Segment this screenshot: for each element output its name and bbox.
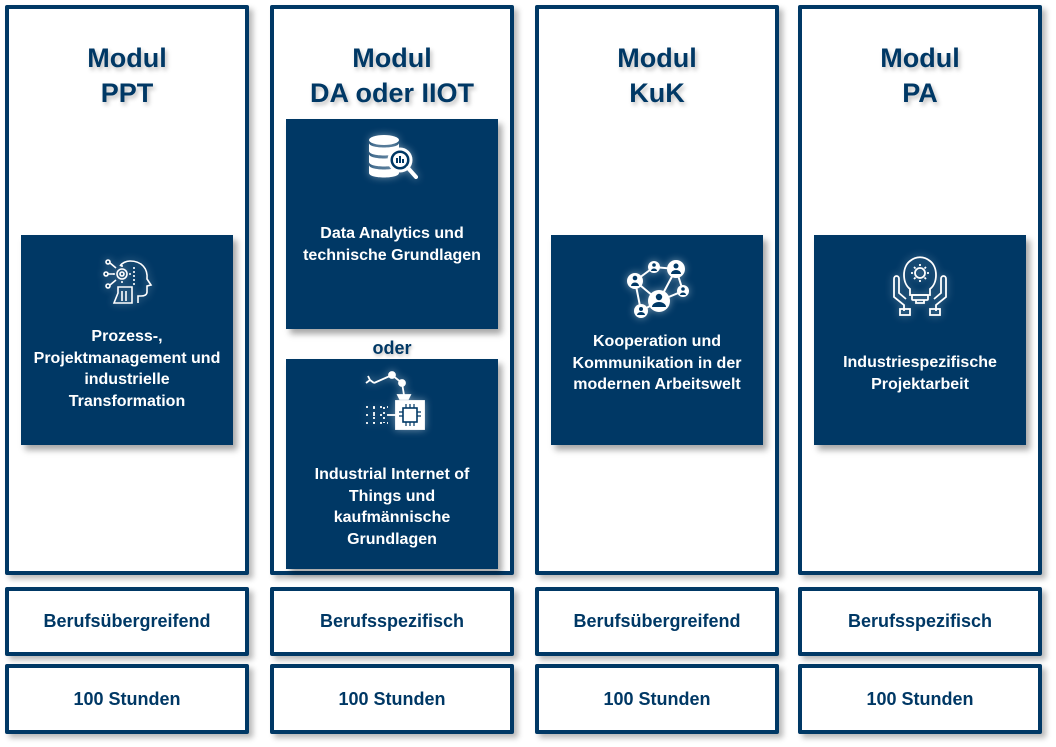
module-card: Prozess-, Projektmanagement und industri… — [21, 235, 233, 445]
module-kuk-column: Modul KuK Kooperation und Kommunikation … — [535, 5, 779, 575]
module-title-line1: Modul — [880, 43, 960, 73]
module-title-line1: Modul — [87, 43, 167, 73]
module-category: Berufsübergreifend — [5, 587, 249, 656]
module-card-text: Data Analytics und technische Grundlagen — [303, 225, 481, 264]
module-card: Industriespezifische Projektarbeit — [814, 235, 1026, 445]
module-title-line1: Modul — [617, 43, 697, 73]
module-title-line1: Modul — [352, 43, 432, 73]
module-card-text: Industriespezifische Projektarbeit — [843, 354, 997, 393]
module-card: Data Analytics und technische Grundlagen — [286, 119, 498, 329]
module-title: Modul KuK — [539, 41, 775, 111]
module-pa-column: Modul PA Industriespezifische Projektarb… — [798, 5, 1042, 575]
or-separator: oder — [372, 338, 412, 358]
module-ppt-column: Modul PPT Prozess-, Projektmanagement un… — [5, 5, 249, 575]
module-title: Modul PA — [802, 41, 1038, 111]
module-card-text: Industrial Internet of Things und kaufmä… — [314, 466, 470, 548]
module-title-line2: PPT — [100, 78, 154, 108]
robot-arm-chip-icon — [365, 371, 425, 430]
module-hours: 100 Stunden — [270, 664, 514, 734]
module-card-text: Prozess-, Projektmanagement und industri… — [33, 328, 221, 410]
module-card: Industrial Internet of Things und kaufmä… — [286, 359, 498, 569]
hands-lightbulb-gear-icon — [893, 256, 947, 316]
module-title-line2: PA — [902, 78, 938, 108]
module-category: Berufsspezifisch — [798, 587, 1042, 656]
people-network-icon — [627, 260, 689, 318]
module-card-text: Kooperation und Kommunikation in der mod… — [572, 333, 742, 393]
module-category: Berufsspezifisch — [270, 587, 514, 656]
module-title: Modul PPT — [9, 41, 245, 111]
module-hours: 100 Stunden — [535, 664, 779, 734]
module-category: Berufsübergreifend — [535, 587, 779, 656]
module-da-iiot-column: Modul DA oder IIOT Data Analytics und te… — [270, 5, 514, 575]
module-hours: 100 Stunden — [5, 664, 249, 734]
database-search-icon — [369, 135, 418, 179]
module-title-line2: DA oder IIOT — [309, 78, 474, 108]
module-card: Kooperation und Kommunikation in der mod… — [551, 235, 763, 445]
ai-head-gear-icon — [103, 259, 153, 304]
module-hours: 100 Stunden — [798, 664, 1042, 734]
module-title-line2: KuK — [629, 78, 685, 108]
module-title: Modul DA oder IIOT — [274, 41, 510, 111]
